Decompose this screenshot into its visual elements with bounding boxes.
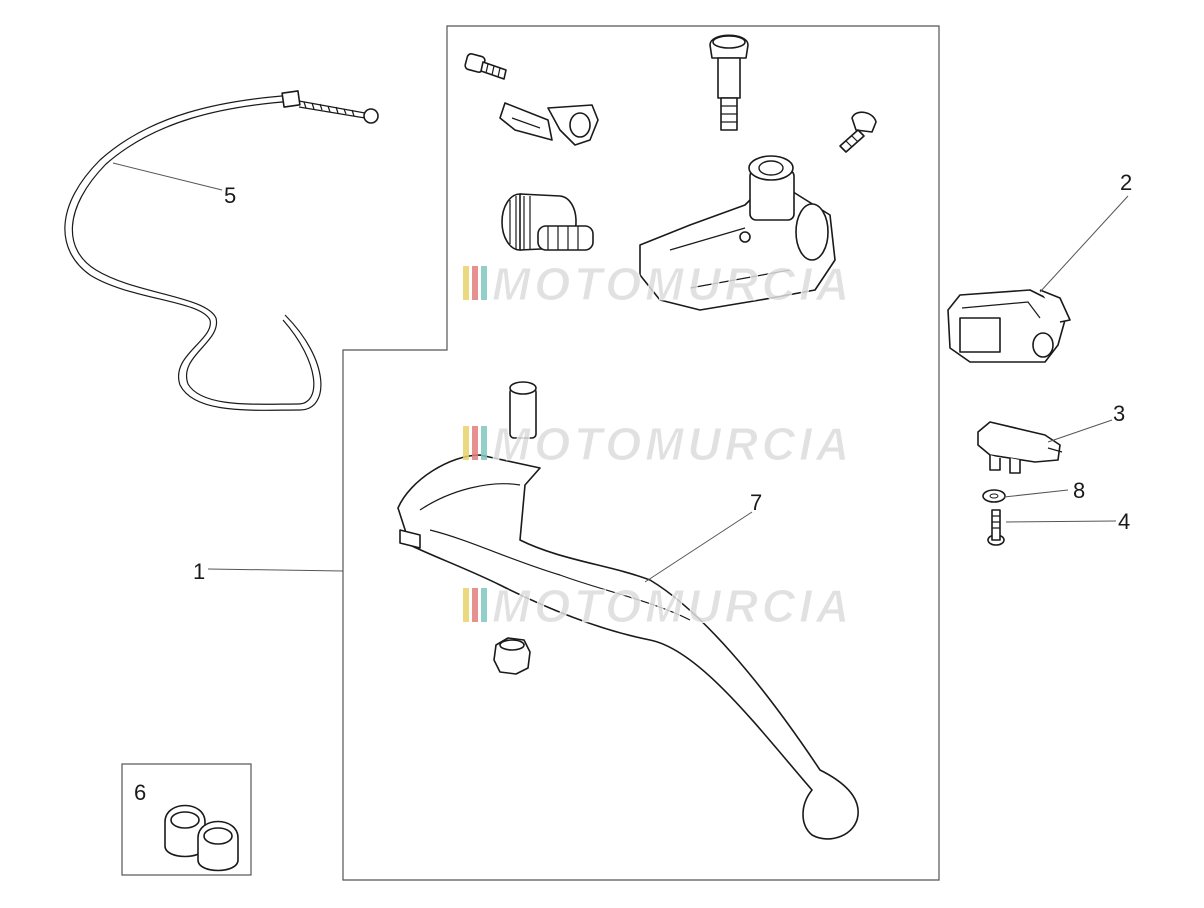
small-screw-right xyxy=(839,111,877,153)
microswitch xyxy=(977,421,1063,474)
watermark-stripe xyxy=(472,426,478,460)
callout-8: 8 xyxy=(1073,478,1085,503)
leader-7 xyxy=(644,511,753,583)
callout-1: 1 xyxy=(193,559,205,584)
watermark-text: MOTOMURCIA xyxy=(492,580,853,632)
watermark-middle: MOTOMURCIA xyxy=(463,418,853,471)
callout-3: 3 xyxy=(1113,401,1125,426)
clutch-lever xyxy=(397,381,859,840)
callout-6: 6 xyxy=(134,780,146,805)
cable-bushings xyxy=(164,804,239,872)
watermark-text: MOTOMURCIA xyxy=(492,418,853,470)
watermark-stripe xyxy=(472,266,478,300)
leader-8 xyxy=(1003,489,1069,498)
leader-3 xyxy=(1047,419,1113,443)
callout-5: 5 xyxy=(224,183,236,208)
leader-2 xyxy=(1039,195,1129,293)
watermark-stripe xyxy=(481,426,487,460)
cable-clip xyxy=(499,102,599,146)
watermark-text: MOTOMURCIA xyxy=(492,258,853,310)
switch-housing xyxy=(947,289,1071,363)
assembly-frame xyxy=(342,25,940,881)
watermark-stripe xyxy=(481,266,487,300)
item-6-frame xyxy=(121,763,252,876)
watermark-stripe xyxy=(463,266,469,300)
watermark-stripe xyxy=(463,426,469,460)
small-bolt-top-left xyxy=(464,53,507,80)
washer xyxy=(982,489,1006,503)
watermark-stripe xyxy=(472,588,478,622)
cable-adjuster xyxy=(501,193,594,251)
watermark-stripe xyxy=(463,588,469,622)
callout-2: 2 xyxy=(1120,170,1132,195)
clutch-cable xyxy=(64,90,379,411)
leader-4 xyxy=(1005,520,1117,523)
callout-7: 7 xyxy=(750,490,762,515)
small-screw xyxy=(987,509,1005,546)
watermark-top: MOTOMURCIA xyxy=(463,258,853,311)
watermark-stripe xyxy=(481,588,487,622)
watermark-bottom: MOTOMURCIA xyxy=(463,580,853,633)
pivot-pin xyxy=(709,34,749,131)
callout-4: 4 xyxy=(1118,509,1130,534)
leader-5 xyxy=(112,162,223,191)
hex-nut xyxy=(493,637,531,675)
leader-1 xyxy=(207,568,344,572)
lever-bracket xyxy=(639,155,836,311)
